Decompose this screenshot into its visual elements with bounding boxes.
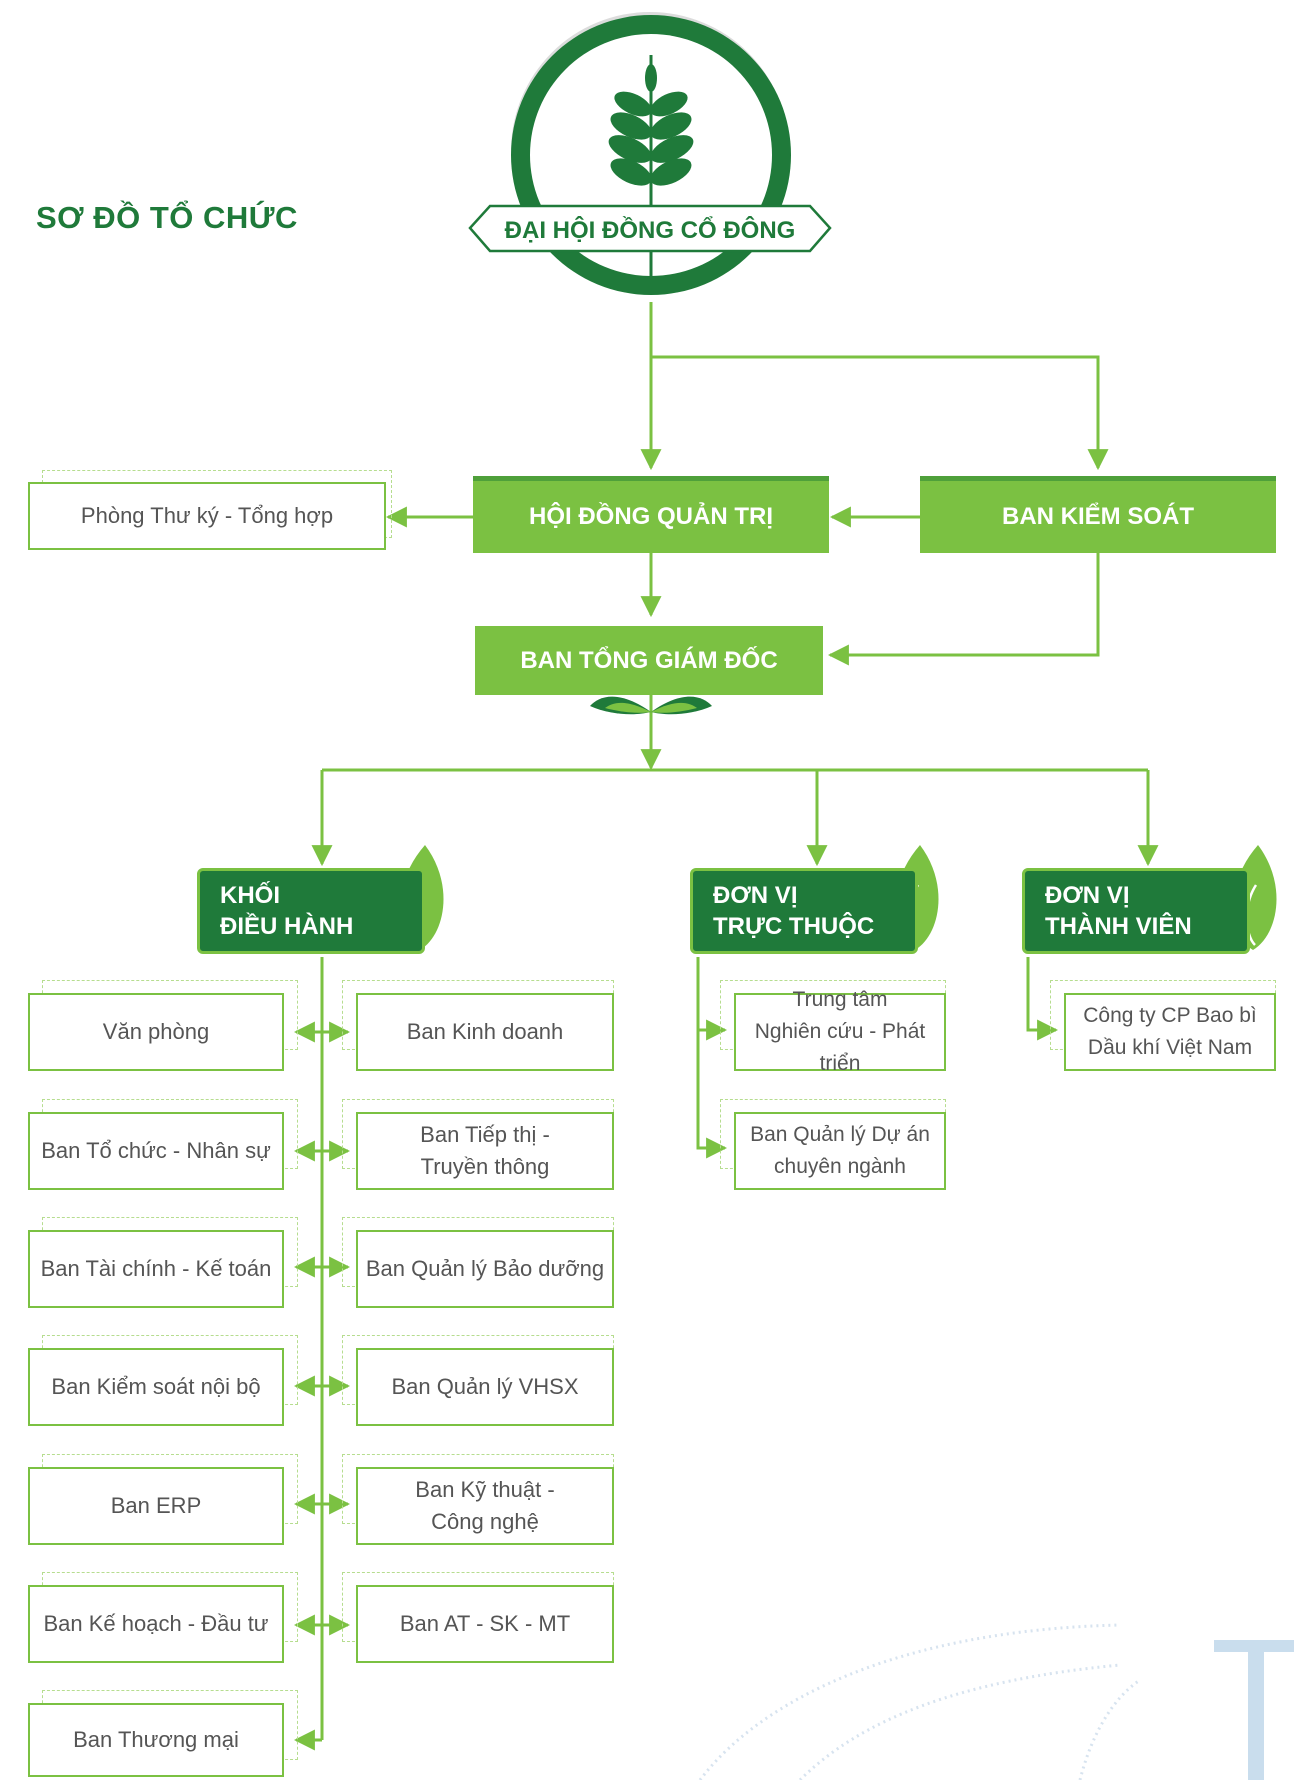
background-globe-decoration xyxy=(698,1623,1141,1780)
executive-connectors xyxy=(293,957,351,1751)
unit-box[interactable]: Ban Kiểm soát nội bộ xyxy=(28,1348,284,1426)
ceo-box[interactable]: BAN TỔNG GIÁM ĐỐC xyxy=(475,626,823,695)
agm-label[interactable]: ĐẠI HỘI ĐỒNG CỔ ĐÔNG xyxy=(504,217,796,244)
unit-box[interactable]: Ban Quản lý Dự án chuyên ngành xyxy=(734,1112,946,1190)
sprout-icon xyxy=(590,696,712,715)
board-box[interactable]: HỘI ĐỒNG QUẢN TRỊ xyxy=(473,476,829,553)
top-connectors xyxy=(311,302,1159,867)
unit-box[interactable]: Văn phòng xyxy=(28,993,284,1071)
unit-connectors xyxy=(696,957,1059,1159)
secretary-box[interactable]: Phòng Thư ký - Tổng hợp xyxy=(28,482,386,550)
tower-icon xyxy=(1214,1640,1294,1780)
unit-box[interactable]: Ban Kỹ thuật - Công nghệ xyxy=(356,1467,614,1545)
unit-box[interactable]: Ban Tiếp thị - Truyền thông xyxy=(356,1112,614,1190)
wheat-icon xyxy=(608,55,694,285)
unit-box[interactable]: Ban Thương mại xyxy=(28,1703,284,1777)
unit-box[interactable]: Ban Tài chính - Kế toán xyxy=(28,1230,284,1308)
unit-box[interactable]: Ban Kế hoạch - Đầu tư xyxy=(28,1585,284,1663)
page-title: SƠ ĐỒ TỔ CHỨC xyxy=(36,200,298,235)
unit-box[interactable]: Ban Kinh doanh xyxy=(356,993,614,1071)
agm-ribbon xyxy=(468,204,832,253)
executive-group-header[interactable]: KHỐI ĐIỀU HÀNH xyxy=(197,868,425,954)
dependent-group-header[interactable]: ĐƠN VỊ TRỰC THUỘC xyxy=(690,868,918,954)
supervisory-box[interactable]: BAN KIỂM SOÁT xyxy=(920,476,1276,553)
unit-box[interactable]: Ban AT - SK - MT xyxy=(356,1585,614,1663)
unit-box[interactable]: Ban Quản lý Bảo dưỡng xyxy=(356,1230,614,1308)
unit-box[interactable]: Ban Quản lý VHSX xyxy=(356,1348,614,1426)
unit-box[interactable]: Ban ERP xyxy=(28,1467,284,1545)
unit-box[interactable]: Ban Tổ chức - Nhân sự xyxy=(28,1112,284,1190)
agm-emblem xyxy=(468,12,832,295)
unit-box[interactable]: Trung tâm Nghiên cứu - Phát triển xyxy=(734,988,946,1075)
member-group-header[interactable]: ĐƠN VỊ THÀNH VIÊN xyxy=(1022,868,1250,954)
unit-box[interactable]: Công ty CP Bao bì Dầu khí Việt Nam xyxy=(1064,993,1276,1071)
